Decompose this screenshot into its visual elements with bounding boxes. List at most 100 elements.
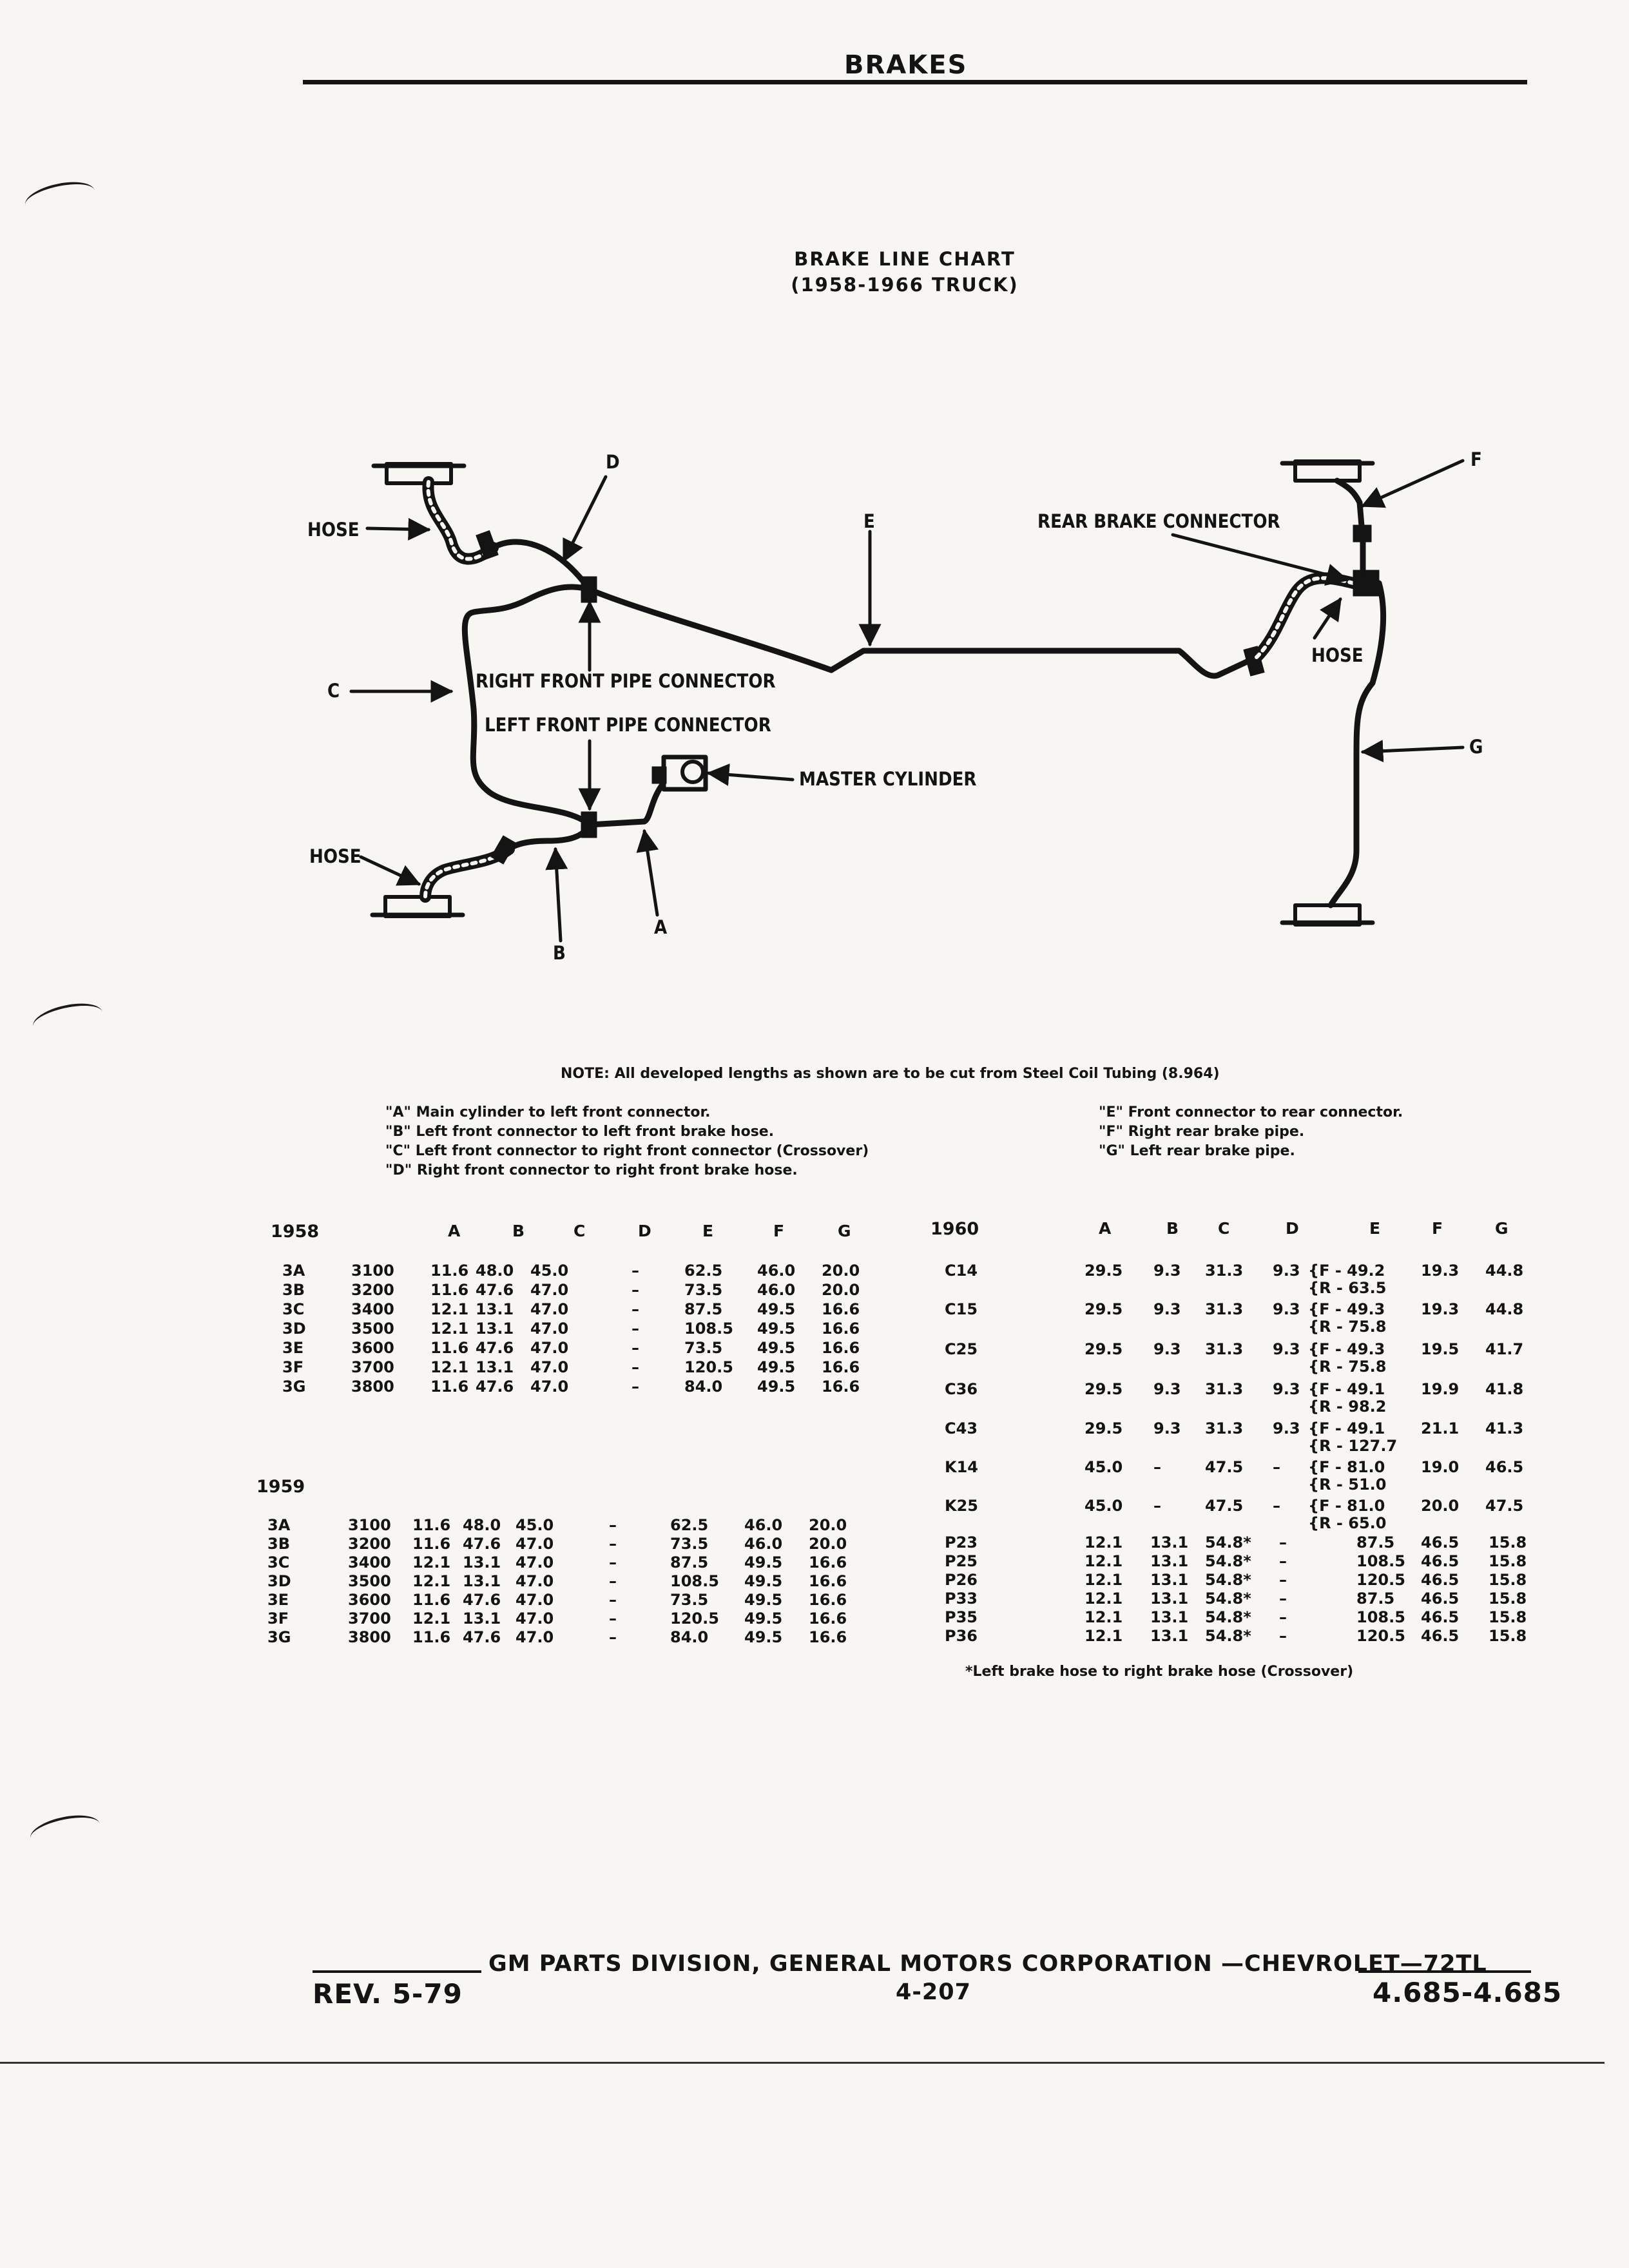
table-row-cell: 84.0 — [684, 1378, 723, 1396]
table-row-cell: 13.1 — [476, 1320, 514, 1338]
table-row-cell: 47.6 — [463, 1628, 501, 1646]
definition-a: "A" Main cylinder to left front connecto… — [385, 1104, 711, 1120]
d-cell: 9.3 — [1273, 1380, 1300, 1398]
table-row-cell: 3600 — [351, 1339, 394, 1357]
table-row-cell: 120.5 — [1356, 1571, 1405, 1589]
label-master-cylinder: MASTER CYLINDER — [799, 768, 977, 790]
table-row-cell: 11.6 — [412, 1516, 451, 1534]
table-row-cell: 46.5 — [1421, 1608, 1460, 1626]
a-cell: 29.5 — [1084, 1419, 1123, 1437]
table-row-cell: 46.0 — [757, 1262, 796, 1280]
table-row-cell: 47.0 — [516, 1553, 554, 1571]
footnote: *Left brake hose to right brake hose (Cr… — [965, 1664, 1354, 1680]
table-row-cell: 15.8 — [1489, 1590, 1527, 1608]
table-row-cell: 20.0 — [809, 1516, 847, 1534]
c-cell: 31.3 — [1205, 1419, 1244, 1437]
table-row-cell: 87.5 — [1356, 1533, 1395, 1552]
b-cell: 9.3 — [1153, 1419, 1181, 1437]
table-row-cell: 16.6 — [809, 1553, 847, 1571]
table-row-cell: P26 — [945, 1571, 978, 1589]
table-row-cell: 3100 — [348, 1516, 391, 1534]
footer-rev: REV. 5-79 — [313, 1978, 463, 2010]
model-cell: K25 — [945, 1497, 978, 1515]
table-row-cell: 13.1 — [1150, 1552, 1189, 1570]
table-row-cell: 16.6 — [822, 1378, 860, 1396]
table-row-cell: 11.6 — [412, 1628, 451, 1646]
model-cell: C43 — [945, 1419, 978, 1437]
table-row-cell: 15.8 — [1489, 1533, 1527, 1552]
d-cell: – — [1273, 1497, 1280, 1515]
table-row-cell: 3D — [267, 1572, 291, 1590]
table-row-cell: 13.1 — [476, 1300, 514, 1318]
table-row-cell: 16.6 — [822, 1358, 860, 1376]
model-cell: C25 — [945, 1340, 978, 1358]
table-row-cell: P23 — [945, 1533, 978, 1552]
table-row-cell: 108.5 — [1356, 1552, 1405, 1570]
e-front-cell: {F - 49.3 — [1308, 1340, 1385, 1358]
table-row-cell: 12.1 — [1084, 1608, 1123, 1626]
table-row-cell: 49.5 — [744, 1553, 783, 1571]
label-hose-rear: HOSE — [1311, 644, 1364, 666]
table-row-cell: 45.0 — [516, 1516, 554, 1534]
table-row-cell: 47.0 — [530, 1358, 569, 1376]
table-row-cell: 46.5 — [1421, 1627, 1460, 1645]
note-text: NOTE: All developed lengths as shown are… — [561, 1066, 1220, 1082]
table-row-cell: 49.5 — [757, 1339, 796, 1357]
scan-mark-3 — [27, 1810, 103, 1852]
table-row-cell: 62.5 — [670, 1516, 709, 1534]
table-row-cell: 11.6 — [430, 1378, 469, 1396]
table-row-cell: P25 — [945, 1552, 978, 1570]
d-cell: 9.3 — [1273, 1262, 1300, 1280]
definitions-right: "E" Front connector to rear connector. "… — [1099, 1103, 1403, 1161]
label-f: F — [1470, 448, 1482, 470]
table-row-cell: – — [609, 1628, 617, 1646]
model-cell: C15 — [945, 1300, 978, 1318]
table-row-cell: – — [1279, 1533, 1287, 1552]
e-rear-cell: {R - 63.5 — [1308, 1279, 1387, 1297]
table-row-cell: 3B — [282, 1281, 305, 1299]
table-row-cell: 11.6 — [430, 1262, 469, 1280]
page-header-title: BRAKES — [844, 50, 968, 80]
table-row-cell: 13.1 — [1150, 1571, 1189, 1589]
e-front-cell: {F - 49.2 — [1308, 1262, 1385, 1280]
table-row-cell: 13.1 — [476, 1358, 514, 1376]
table-row-cell: 12.1 — [430, 1320, 469, 1338]
a-cell: 45.0 — [1084, 1458, 1123, 1476]
table-row-cell: – — [1279, 1552, 1287, 1570]
table-row-cell: 12.1 — [430, 1300, 469, 1318]
table-row-cell: 3800 — [351, 1378, 394, 1396]
label-left-front-pipe-connector: LEFT FRONT PIPE CONNECTOR — [485, 714, 771, 736]
table-row-cell: 49.5 — [744, 1628, 783, 1646]
f-cell: 21.1 — [1421, 1419, 1460, 1437]
table-row-cell: 13.1 — [1150, 1533, 1189, 1552]
table-row-cell: P33 — [945, 1590, 978, 1608]
table-row-cell: 16.6 — [809, 1628, 847, 1646]
year-1960: 1960 — [930, 1219, 979, 1239]
table-row-cell: 73.5 — [684, 1281, 723, 1299]
column-header: A — [448, 1222, 461, 1240]
a-cell: 29.5 — [1084, 1262, 1123, 1280]
table-row-cell: 87.5 — [1356, 1590, 1395, 1608]
label-hose-top: HOSE — [307, 519, 360, 541]
column-header: G — [1495, 1219, 1509, 1238]
e-front-cell: {F - 81.0 — [1308, 1497, 1385, 1515]
pipe-b — [506, 822, 593, 852]
table-row-cell: 3A — [267, 1516, 291, 1534]
master-cylinder-icon — [651, 754, 708, 792]
table-row-cell: 120.5 — [684, 1358, 733, 1376]
table-row-cell: 3600 — [348, 1591, 391, 1609]
table-row-cell: 20.0 — [822, 1262, 860, 1280]
table-row-cell: 3400 — [351, 1300, 394, 1318]
label-b: B — [553, 942, 566, 964]
pipe-e — [586, 586, 1260, 679]
bottom-rule — [0, 2062, 1605, 2064]
table-row-cell: 3G — [282, 1378, 306, 1396]
definition-b: "B" Left front connector to left front b… — [385, 1124, 775, 1140]
e-rear-cell: {R - 51.0 — [1308, 1475, 1387, 1494]
table-row-cell: 13.1 — [1150, 1590, 1189, 1608]
e-rear-cell: {R - 65.0 — [1308, 1514, 1387, 1532]
footer-page: 4-207 — [896, 1979, 971, 2005]
model-cell: K14 — [945, 1458, 978, 1476]
table-row-cell: – — [631, 1378, 639, 1396]
table-row-cell: 49.5 — [757, 1300, 796, 1318]
